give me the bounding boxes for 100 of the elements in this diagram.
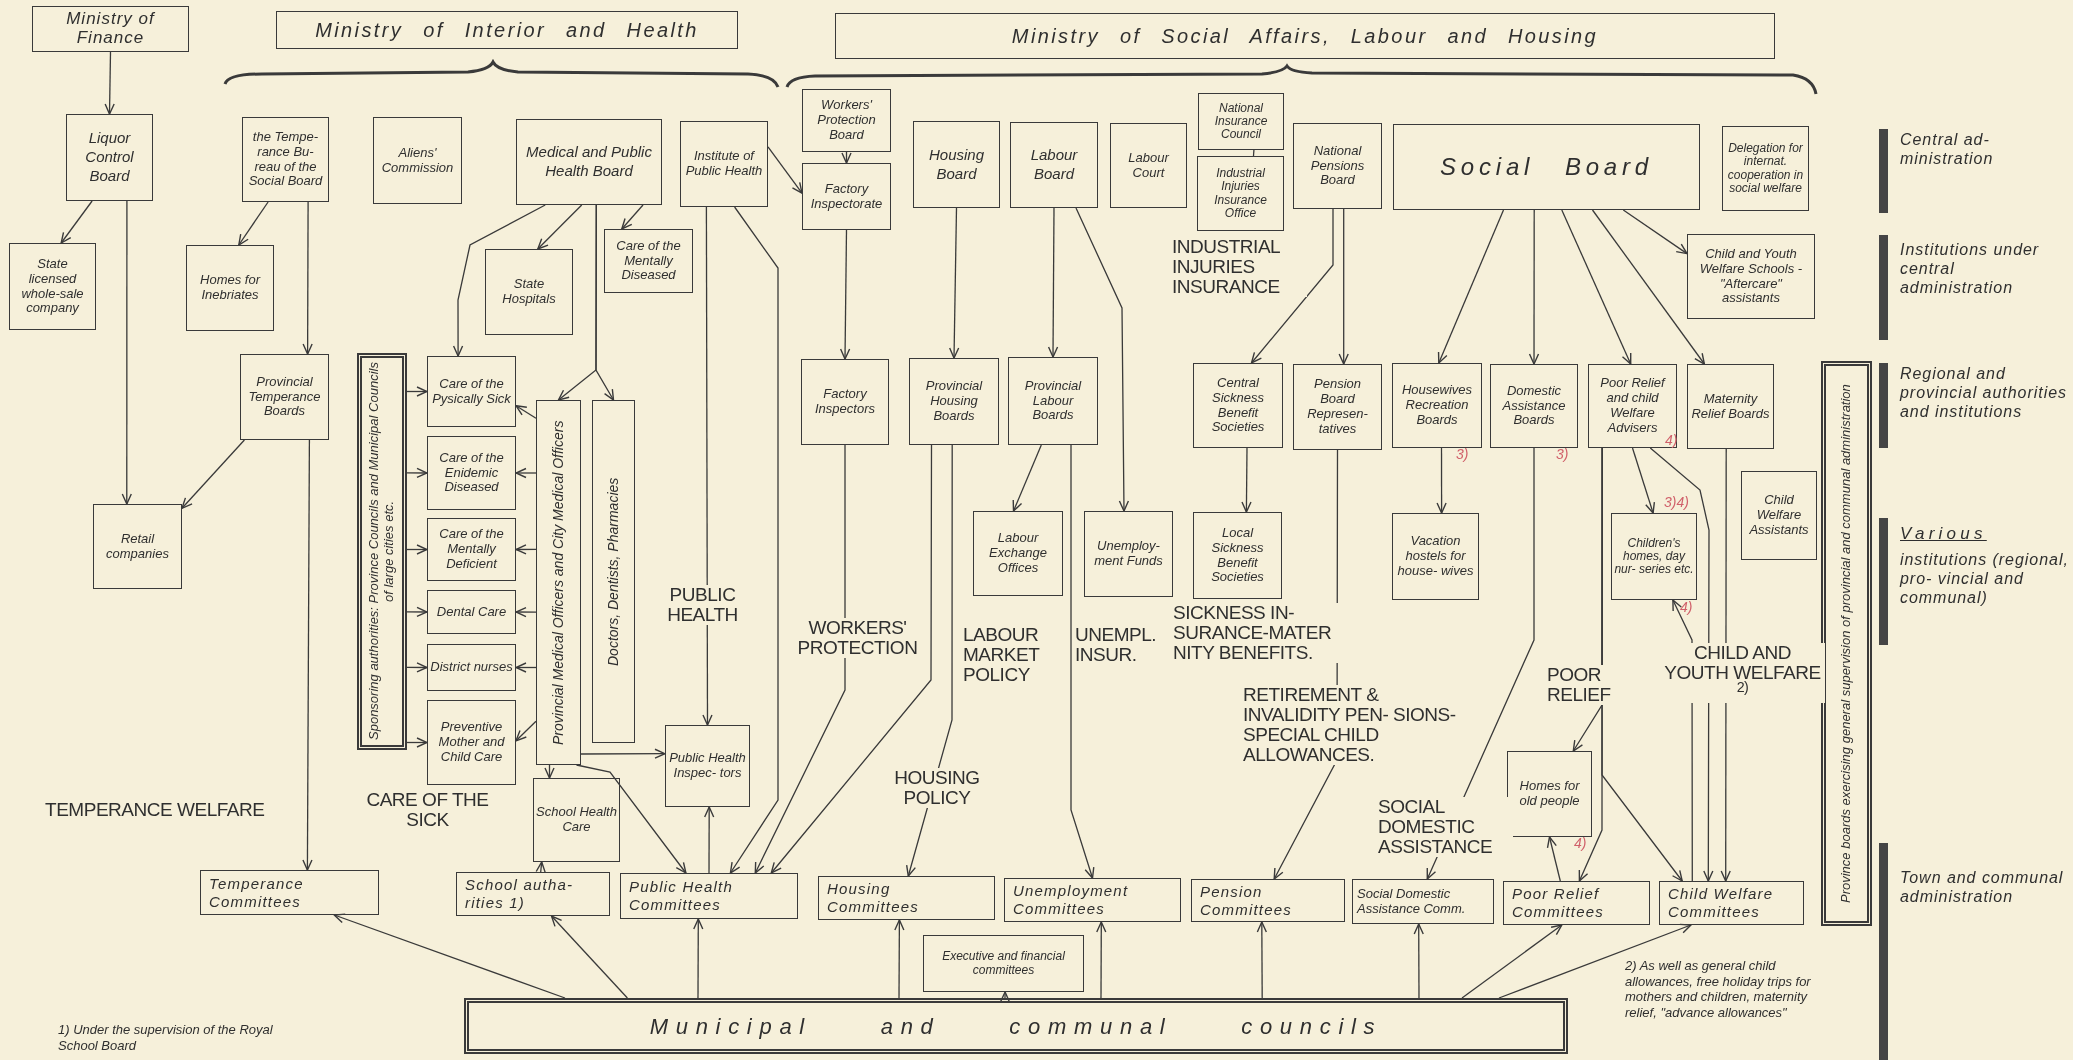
- arrow: [406, 467, 428, 479]
- arrow: [452, 204, 546, 357]
- org-box: Provincial Medical Officers and City Medical Officers: [536, 400, 581, 765]
- arrow: [1070, 444, 1095, 879]
- arrow: [703, 806, 715, 874]
- org-box: the Tempe- rance Bu- reau of the Social Board: [242, 117, 329, 202]
- arrow: [515, 662, 537, 673]
- org-box: National Insurance Council: [1198, 93, 1284, 150]
- org-box: Factory Inspectorate: [802, 163, 891, 230]
- arrow: [575, 764, 687, 874]
- annotation-mark: 3): [1556, 447, 1569, 461]
- org-box: Housewives Recreation Boards: [1392, 363, 1482, 448]
- org-box: Ministry of Social Affairs, Labour and Housing: [835, 13, 1775, 59]
- org-box: Care of the Mentally Deficient: [427, 518, 516, 581]
- arrow: [1096, 921, 1107, 999]
- tier-label: institutions (regional, pro- vincial and communal): [1900, 550, 2070, 608]
- arrow: [1256, 921, 1268, 999]
- org-box: State Hospitals: [485, 249, 573, 335]
- org-box: Factory Inspectors: [801, 359, 889, 445]
- org-box: Child Welfare Assistants: [1741, 471, 1817, 560]
- org-box: Unemployment Committees: [1004, 878, 1181, 922]
- org-box: Maternity Relief Boards: [1687, 364, 1774, 449]
- arrow: [1498, 923, 1692, 999]
- arrow: [894, 919, 905, 999]
- org-box: Domestic Assistance Boards: [1490, 364, 1578, 448]
- org-box: National Pensions Board: [1293, 123, 1382, 209]
- arrow: [1338, 208, 1349, 365]
- arrow: [550, 915, 629, 999]
- arrow: [1561, 209, 1632, 365]
- arrow: [515, 544, 537, 555]
- org-box: School Health Care: [533, 778, 620, 862]
- arrow: [1591, 209, 1706, 365]
- org-box: Local Sickness Benefit Societies: [1193, 512, 1282, 599]
- org-box: Social Domestic Assistance Comm.: [1352, 879, 1494, 924]
- footnote: 1) Under the supervision of the Royal School Board: [58, 1022, 274, 1054]
- org-box: Provincial Temperance Boards: [240, 354, 329, 440]
- arrow: [1437, 209, 1505, 364]
- council-box: Municipal and communal councils: [464, 998, 1568, 1054]
- org-box: Housing Committees: [818, 876, 995, 920]
- org-box: Ministry of Finance: [32, 6, 189, 52]
- org-box: Provincial Housing Boards: [909, 358, 999, 445]
- org-box: Child and Youth Welfare Schools - "Aftercare" assistants: [1687, 234, 1815, 319]
- arrow: [515, 606, 537, 618]
- arrow: [621, 204, 644, 230]
- arrow: [537, 204, 583, 250]
- arrow: [535, 861, 546, 874]
- org-box: Temperance Committees: [200, 870, 379, 915]
- org-box: Province boards exercising general supervision of provincial and communal administration: [1821, 361, 1872, 926]
- arrow: [104, 51, 115, 115]
- arrow: [406, 737, 428, 748]
- org-box: Unemploy- ment Funds: [1084, 511, 1173, 597]
- arrow: [515, 467, 537, 479]
- arrow: [121, 200, 132, 505]
- arrow: [544, 764, 555, 779]
- org-box: Labour Exchange Offices: [973, 511, 1063, 596]
- org-box: Homes for Inebriates: [186, 245, 274, 331]
- arrow: [515, 720, 537, 742]
- arrow: [693, 918, 704, 999]
- arrow: [1250, 208, 1334, 364]
- org-box: Social Board: [1393, 124, 1700, 210]
- tier-label: Central ad- ministration: [1900, 130, 1995, 169]
- org-box: Dental Care: [427, 590, 516, 634]
- arrow: [181, 439, 246, 509]
- arrow: [406, 662, 428, 673]
- arrow: [1622, 209, 1688, 255]
- arrow: [1528, 209, 1540, 365]
- arrow: [302, 439, 313, 871]
- arrow: [406, 386, 428, 397]
- section-label: RETIREMENT & INVALIDITY PEN- SIONS-SPECIAL CHILD ALLOWANCES.: [1243, 685, 1458, 765]
- section-label: INDUSTRIAL INJURIES INSURANCE: [1172, 237, 1307, 297]
- org-box: State licensed whole-sale company: [9, 243, 96, 330]
- annotation-mark: 3)4): [1664, 495, 1689, 509]
- org-box: Poor Relief Committees: [1503, 881, 1650, 925]
- arrow: [60, 200, 93, 244]
- org-box: School autha- rities 1): [456, 872, 610, 916]
- org-box: Public Health Committees: [620, 873, 798, 919]
- org-box: Executive and financial committees: [923, 935, 1084, 992]
- org-box: Workers' Protection Board: [802, 89, 891, 152]
- org-box: Care of the Mentally Diseased: [604, 229, 693, 293]
- arrow: [1241, 447, 1252, 513]
- org-box: Public Health Inspec- tors: [665, 725, 750, 807]
- arrow: [238, 201, 269, 246]
- arrow: [580, 748, 666, 759]
- org-box: Pension Board Represen- tatives: [1293, 364, 1382, 450]
- org-box: Ministry of Interior and Health: [276, 11, 738, 49]
- tier-label: Town and communal administration: [1900, 868, 2065, 907]
- org-box: Care of the Enidemic Diseased: [427, 436, 516, 510]
- arrow: [515, 405, 537, 419]
- tier-label: Regional and provincial authorities and institutions: [1900, 364, 2068, 422]
- org-box: Delegation for internat. cooperation in social welfare: [1722, 126, 1809, 211]
- arrow: [905, 444, 953, 877]
- footnote: 2) As well as general child allowances, free holiday trips for mothers and children, maternity relief, "advance allowances": [1625, 958, 1812, 1021]
- org-box: District nurses: [427, 644, 516, 691]
- org-box: Labour Court: [1110, 123, 1187, 208]
- org-box: Labour Board: [1010, 122, 1098, 208]
- arrow: [1461, 924, 1563, 999]
- tier-label: Institutions under central administration: [1900, 240, 2041, 298]
- org-box: Institute of Public Health: [680, 121, 768, 207]
- arrow: [999, 991, 1011, 1003]
- tier-heading: Various: [1900, 524, 1987, 545]
